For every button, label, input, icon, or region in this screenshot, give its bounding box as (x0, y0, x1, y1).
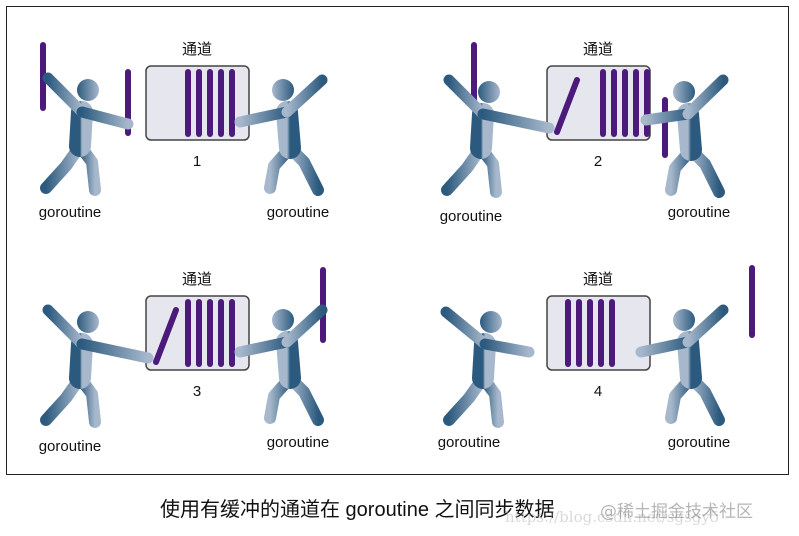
arm (682, 74, 729, 120)
channel-label: 通道 (182, 271, 212, 288)
goroutine-figure-right (234, 304, 328, 426)
step-number: 3 (193, 383, 201, 400)
goroutine-label-left: goroutine (438, 434, 501, 451)
arm (281, 304, 328, 348)
diagram-frame (6, 6, 789, 475)
goroutine-label-left: goroutine (39, 438, 102, 455)
torso (677, 331, 702, 389)
torso (677, 103, 702, 161)
value-bar (153, 307, 179, 365)
torso (69, 101, 93, 157)
goroutine-figure-right (234, 74, 328, 196)
goroutine-label-left: goroutine (440, 208, 503, 225)
torso (69, 333, 93, 389)
head (480, 311, 502, 333)
arm (682, 304, 729, 348)
caption: 使用有缓冲的通道在 goroutine 之间同步数据 (160, 499, 555, 521)
torso (276, 101, 301, 159)
channel-label: 通道 (583, 41, 613, 58)
head (673, 81, 695, 103)
arm (42, 304, 88, 350)
head (77, 79, 99, 101)
watermark-url: https://blog.csdn.net/sgsgy5 (505, 508, 720, 526)
goroutine-figure-left (441, 74, 555, 198)
goroutine-figure-left (40, 304, 154, 428)
head (673, 309, 695, 331)
arm (635, 336, 694, 358)
arm (281, 74, 328, 118)
goroutine-figure-right (635, 304, 729, 426)
torso (276, 331, 301, 389)
arm (440, 306, 491, 350)
step-number: 4 (594, 383, 602, 400)
panel-1: 通道 1 goroutine goroutine (39, 41, 330, 221)
arm (42, 72, 88, 118)
channel-label: 通道 (583, 271, 613, 288)
goroutine-figure-left (440, 306, 535, 428)
torso (470, 103, 494, 159)
channel-label: 通道 (182, 41, 212, 58)
arm (76, 338, 154, 364)
head (272, 79, 294, 101)
torso (472, 333, 496, 389)
watermark-community: @稀土掘金技术社区 (600, 502, 753, 522)
panel-3: 通道 3 goroutine goroutine (39, 267, 330, 455)
arm (234, 336, 293, 358)
arm (443, 74, 489, 120)
goroutine-figure-left (40, 72, 134, 196)
step-number: 1 (193, 153, 201, 170)
goroutine-figure-right (640, 74, 729, 198)
panel-2: 通道 2 goroutine goroutine (440, 41, 731, 225)
step-number: 2 (594, 153, 602, 170)
head (478, 81, 500, 103)
arm (479, 338, 535, 358)
arm (640, 108, 694, 126)
head (77, 311, 99, 333)
panel-4: 通道 4 goroutine goroutine (438, 265, 755, 451)
channel-diagram: 通道 1 goroutine goroutine 通道 2 goroutine gorouti… (39, 41, 755, 455)
goroutine-label-right: goroutine (668, 204, 731, 221)
arm (477, 108, 555, 134)
value-bar (554, 77, 580, 135)
goroutine-label-right: goroutine (267, 434, 330, 451)
goroutine-label-left: goroutine (39, 204, 102, 221)
head (272, 309, 294, 331)
arm (234, 106, 293, 128)
arm (76, 106, 134, 130)
goroutine-label-right: goroutine (668, 434, 731, 451)
goroutine-label-right: goroutine (267, 204, 330, 221)
